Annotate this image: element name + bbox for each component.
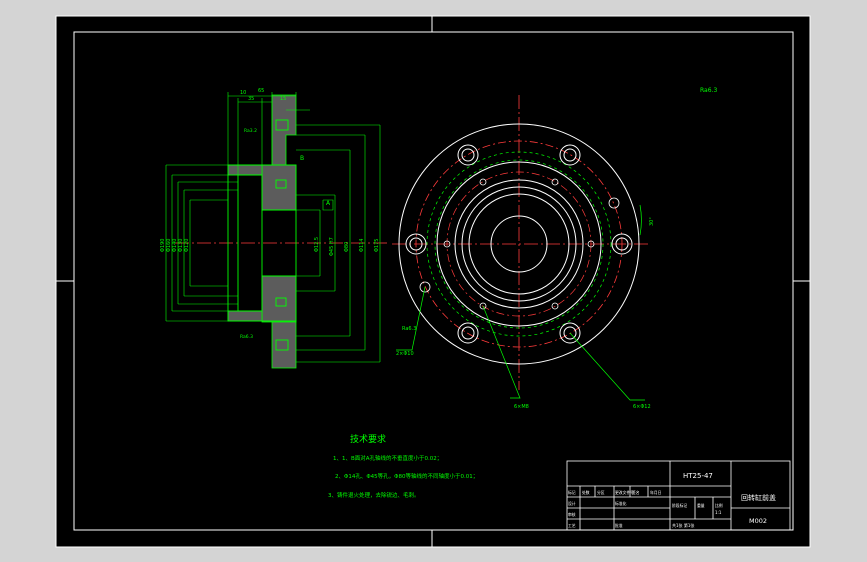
stage-mark: 阶段标记 [672,503,687,508]
dashed-ring-1 [426,151,612,337]
drawing-number: M002 [749,517,767,525]
front-roughness: Ra6.3 [402,326,416,332]
hub-ring-2 [454,179,584,309]
role-standard: 标准化 [615,501,627,506]
callout-bolt-holes: 6×Φ12 [633,404,651,410]
left-diam-4: Φ120 [184,239,190,252]
bolt-hole [559,144,581,166]
side-top-dim-2: 35 [248,96,254,102]
stage-scale: 比例 [715,503,723,508]
screw-circle [446,171,592,317]
callout-screw-holes: 6×M8 [514,404,529,410]
side-top-dim-3: 65 [258,88,264,94]
role-approve: 批准 [615,523,623,528]
screw-holes [443,178,595,310]
right-diam-1: Φ45 H7 [329,237,335,256]
drawing-sheet [55,15,811,548]
datum-a-label: A [326,200,331,207]
header-count: 处数 [582,490,590,495]
datum-b-label: B [300,155,304,162]
side-roughness-2: Ra6.3 [240,334,253,340]
side-roughness-1: Ra3.2 [244,128,257,134]
right-diam-4: Φ175 [374,239,380,252]
bolt-holes [405,144,633,344]
right-diam-3: Φ114 [359,239,365,252]
angle-label: 30° [649,217,655,226]
side-top-dim-0: 10 [240,90,246,96]
pin-holes [419,197,620,293]
scale-value: 1:1 [715,510,722,515]
left-diam-3: Φ130 [178,239,184,252]
header-date: 年月日 [650,490,662,495]
left-diam-2: Φ140 [172,239,178,252]
left-diam-0: Φ190 [160,239,166,252]
tech-req-item-3: 3、铸件退火处理，去除锐边、毛刺。 [328,491,420,499]
top-dimension-lines [227,92,310,175]
bolt-circle [415,140,623,348]
right-diam-0: Φ12.5 [314,237,320,252]
front-view: 2×Φ10 6×M8 6×Φ12 Ra6.3 30° [392,95,655,410]
hub-ring-1 [436,161,602,327]
hub-ring-4 [468,193,570,295]
header-mark: 标记 [568,490,576,495]
bolt-hole [405,233,427,255]
tech-requirements: 技术要求 1、1、B面对A孔轴线的不垂直度小于0.02； 2、Φ14孔、Φ45等… [328,433,478,499]
hub-ring-3 [461,186,577,302]
right-diam-labels: Φ12.5 Φ45 H7 Φ80 Φ114 Φ175 [314,237,380,256]
role-design: 设计 [568,501,576,506]
dashed-ring-2 [434,159,604,329]
title-block-headers: 标记 处数 分区 更改文件号 签名 年月日 设计 审核 工艺 标准化 批准 阶段… [568,490,723,528]
outer-rim [398,123,640,365]
title-block [566,460,791,531]
datum-a-box [322,199,334,211]
part-name: 回转缸前盖 [741,493,776,502]
bolt-hole [559,322,581,344]
header-sign: 签名 [632,490,640,495]
header-change-doc: 更改文件号 [615,490,634,495]
right-dimension-lines [296,124,381,363]
tech-req-heading: 技术要求 [350,433,386,445]
tech-req-item-2: 2、Φ14孔、Φ45等孔，Φ80等轴线的不同轴度小于0.01； [335,472,478,480]
role-process: 工艺 [568,523,576,528]
side-section-view: 10 15 35 65 Φ190 Φ160 Φ140 Φ130 Φ120 Φ12… [160,88,390,369]
stage-weight: 重量 [697,503,705,508]
material-label: HT25-47 [683,472,713,480]
leader-lines [396,204,645,401]
role-review: 审核 [568,512,576,517]
left-dimension-lines [165,164,238,322]
bolt-hole [457,144,479,166]
sheet-text: 共1张 第1张 [672,522,694,528]
roughness-note: Ra6.3 [700,87,717,94]
callout-pin-holes: 2×Φ10 [396,351,414,357]
centering-marks [56,16,810,547]
tech-req-item-1: 1、1、B面对A孔轴线的不垂直度小于0.02； [333,454,442,462]
bore [490,215,548,273]
bolt-hole [611,233,633,255]
left-diam-labels: Φ190 Φ160 Φ140 Φ130 Φ120 [160,239,190,252]
header-zone: 分区 [597,490,605,495]
bolt-hole [457,322,479,344]
side-top-dim-1: 15 [280,96,286,102]
left-diam-1: Φ160 [166,239,172,252]
right-diam-2: Φ80 [344,242,350,252]
